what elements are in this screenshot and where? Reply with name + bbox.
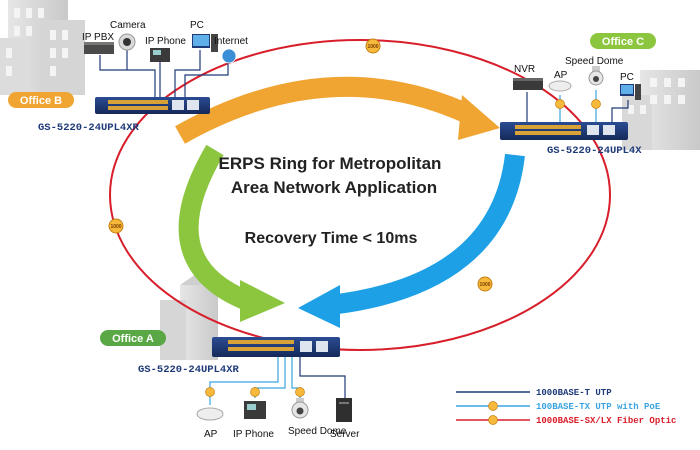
device-label: NVR <box>514 64 535 75</box>
model-label-c: GS-5220-24UPL4X <box>547 145 642 157</box>
device-label: IP Phone <box>145 36 186 47</box>
blue-arrow-head <box>298 285 340 328</box>
switch-office-b <box>95 97 210 114</box>
device-label: Internet <box>214 36 248 47</box>
legend-poe-badge <box>488 401 498 411</box>
office-c-building <box>622 70 700 150</box>
switch-office-a <box>212 337 340 357</box>
fiber-ring <box>109 39 611 351</box>
title-line-1: ERPS Ring for Metropolitan <box>219 154 442 173</box>
device-label: PC <box>190 20 204 31</box>
internet-icon <box>221 48 237 64</box>
svg-text:Speed Dome: Speed Dome <box>288 426 347 437</box>
device-label: Server <box>330 429 360 440</box>
nvr-icon <box>513 78 543 90</box>
ip-phone-icon <box>244 401 266 419</box>
pc-icon <box>192 34 218 52</box>
svg-text:Office C: Office C <box>602 36 644 48</box>
recovery-time: Recovery Time < 10ms <box>245 230 418 247</box>
device-label: Camera <box>110 20 146 31</box>
svg-text:1000: 1000 <box>110 224 121 230</box>
switch-office-c <box>500 122 628 140</box>
orange-arrow <box>175 76 475 144</box>
legend-label: 1000BASE-T UTP <box>536 388 612 398</box>
pc-icon <box>620 84 641 100</box>
green-arrow <box>178 144 250 310</box>
office-b-tag: Office B <box>8 92 74 108</box>
ip-phone-icon <box>150 48 170 62</box>
legend-label: 1000BASE-SX/LX Fiber Optic <box>536 416 676 426</box>
blue-arrow <box>328 153 525 315</box>
ring-badge-top: 1000 <box>365 38 381 54</box>
device-label: Speed Dome <box>565 56 624 67</box>
poe-badge-c <box>555 99 601 109</box>
ring-badge-right: 1000 <box>477 276 493 292</box>
svg-text:Office B: Office B <box>20 95 62 107</box>
device-label: PC <box>620 72 634 83</box>
poe-badge-a <box>205 387 305 397</box>
server-icon <box>336 398 352 422</box>
title-line-2: Area Network Application <box>231 178 437 197</box>
model-label-a: GS-5220-24UPL4XR <box>138 364 240 376</box>
device-label: IP Phone <box>233 429 274 440</box>
office-c-tag: Office C <box>590 33 656 49</box>
green-arrow-head <box>240 280 285 322</box>
ap-icon <box>196 407 224 421</box>
device-label: AP <box>204 429 218 440</box>
device-label: IP PBX <box>82 32 114 43</box>
office-a-tag: Office A <box>100 330 166 346</box>
legend: 1000BASE-T UTP 100BASE-TX UTP with PoE 1… <box>456 388 676 426</box>
ring-badge-left: 1000 <box>108 218 124 234</box>
ap-icon <box>548 80 572 92</box>
svg-text:1000: 1000 <box>367 44 378 50</box>
orange-arrow-head <box>458 95 500 140</box>
legend-label: 100BASE-TX UTP with PoE <box>536 402 661 412</box>
speed-dome-label: Speed Dome <box>288 426 347 437</box>
speed-dome-icon <box>291 398 309 419</box>
office-b-devices <box>99 50 229 97</box>
pbx-icon <box>84 42 114 54</box>
office-b-building <box>0 0 85 95</box>
device-label: AP <box>554 70 568 81</box>
speed-dome-icon <box>588 66 604 86</box>
camera-icon <box>118 33 136 51</box>
model-label-b: GS-5220-24UPL4XR <box>38 122 140 134</box>
svg-text:Office A: Office A <box>112 333 154 345</box>
svg-text:1000: 1000 <box>479 282 490 288</box>
legend-fiber-badge <box>488 415 498 425</box>
